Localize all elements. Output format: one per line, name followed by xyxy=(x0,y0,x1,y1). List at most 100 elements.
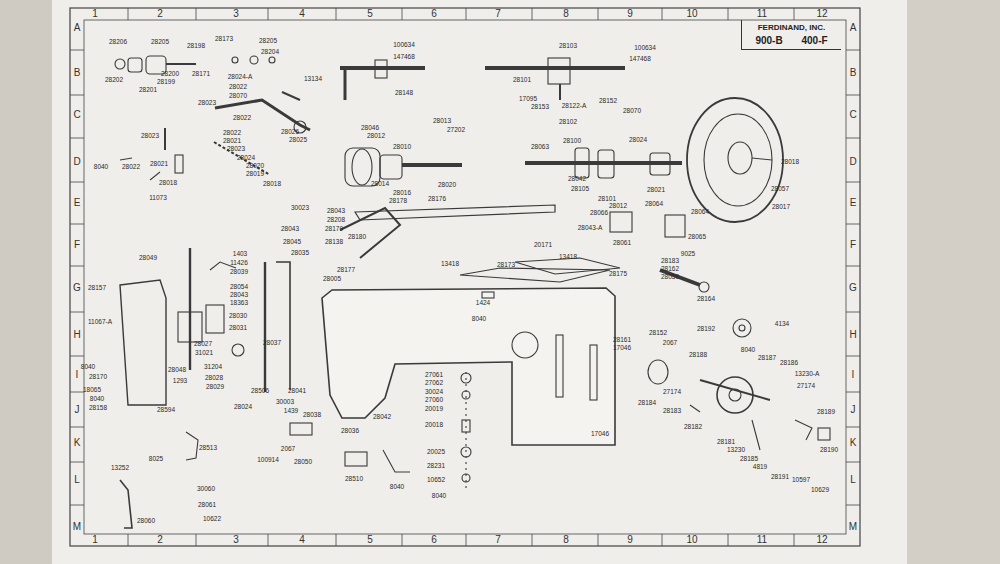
grid-reference: 7 xyxy=(495,9,501,19)
part-number: 28020 xyxy=(246,162,264,169)
part-number: 8040 xyxy=(390,483,404,490)
part-number: 28208 xyxy=(327,216,345,223)
part-number: 13230-A xyxy=(795,370,820,377)
part-number: 27202 xyxy=(447,126,465,133)
grid-reference: L xyxy=(850,475,856,485)
part-number: 28043 xyxy=(281,225,299,232)
part-number: 28036 xyxy=(341,427,359,434)
grid-reference: 6 xyxy=(431,9,437,19)
part-number: 28103 xyxy=(559,42,577,49)
part-number: 13418 xyxy=(441,260,459,267)
part-number: 28054 xyxy=(230,283,248,290)
grid-reference: 3 xyxy=(233,9,239,19)
model-number: 900-B xyxy=(755,35,782,46)
part-number: 28231 xyxy=(427,462,445,469)
part-number: 28013 xyxy=(433,117,451,124)
part-number: 28029 xyxy=(206,383,224,390)
part-number: 28057 xyxy=(771,185,789,192)
grid-reference: E xyxy=(850,198,857,208)
part-number: 13134 xyxy=(304,75,322,82)
grid-reference: 2 xyxy=(157,9,163,19)
part-number: 28184 xyxy=(638,399,656,406)
grid-reference: F xyxy=(74,240,80,250)
part-number: 147468 xyxy=(629,55,651,62)
grid-reference: 12 xyxy=(816,9,827,19)
part-number: 27174 xyxy=(663,388,681,395)
grid-reference: 2 xyxy=(157,535,163,545)
part-number: 28022 xyxy=(122,163,140,170)
part-number: 28028 xyxy=(205,374,223,381)
part-number: 17046 xyxy=(613,344,631,351)
part-number: 28187 xyxy=(758,354,776,361)
part-number: 28023 xyxy=(227,145,245,152)
part-number: 28024 xyxy=(629,136,647,143)
part-number: 30023 xyxy=(291,204,309,211)
part-number: 28164 xyxy=(697,295,715,302)
part-number: 28189 xyxy=(817,408,835,415)
part-number: 28070 xyxy=(229,92,247,99)
part-number: 28070 xyxy=(623,107,641,114)
part-number: 4819 xyxy=(753,463,767,470)
part-number: 13230 xyxy=(727,446,745,453)
part-number: 28018 xyxy=(781,158,799,165)
part-number: 28014 xyxy=(371,180,389,187)
part-number: 28023 xyxy=(141,132,159,139)
part-number: 28065 xyxy=(688,233,706,240)
grid-reference: I xyxy=(76,370,79,380)
grid-reference: 9 xyxy=(627,9,633,19)
grid-reference: E xyxy=(74,198,81,208)
part-number: 10652 xyxy=(427,476,445,483)
part-number: 28024 xyxy=(237,154,255,161)
part-number: 13418 xyxy=(559,253,577,260)
part-number: 28202 xyxy=(105,76,123,83)
part-number: 8025 xyxy=(149,455,163,462)
part-number: 28012 xyxy=(367,132,385,139)
part-number: 18363 xyxy=(230,299,248,306)
part-number: 27061 xyxy=(425,371,443,378)
part-number: 28049 xyxy=(139,254,157,261)
grid-reference: D xyxy=(73,157,80,167)
part-number: 28043 xyxy=(230,291,248,298)
part-number: 28046 xyxy=(361,124,379,131)
part-number: 28022 xyxy=(229,83,247,90)
grid-reference: 8 xyxy=(563,535,569,545)
grid-reference: 6 xyxy=(431,535,437,545)
part-number: 28039 xyxy=(230,268,248,275)
grid-reference: 11 xyxy=(757,535,767,545)
part-number: 31204 xyxy=(204,363,222,370)
part-number: 28188 xyxy=(689,351,707,358)
part-number: 28059 xyxy=(661,273,679,280)
part-number: 27174 xyxy=(797,382,815,389)
part-number: 20025 xyxy=(427,448,445,455)
part-number: 28037 xyxy=(263,339,281,346)
part-number: 28021 xyxy=(150,160,168,167)
part-number: 28162 xyxy=(661,265,679,272)
part-number: 28035 xyxy=(291,249,309,256)
grid-reference: 7 xyxy=(495,535,501,545)
grid-reference: A xyxy=(850,23,857,33)
part-number: 28043-A xyxy=(578,224,603,231)
grid-reference: H xyxy=(73,330,80,340)
part-number: 100634 xyxy=(634,44,656,51)
part-number: 28031 xyxy=(229,324,247,331)
part-number: 8040 xyxy=(432,492,446,499)
part-number: 28101 xyxy=(598,195,616,202)
part-number: 28173 xyxy=(497,261,515,268)
grid-reference: H xyxy=(849,330,856,340)
grid-reference: 12 xyxy=(816,535,827,545)
part-number: 11067-A xyxy=(88,318,112,325)
part-number: 28025 xyxy=(289,136,307,143)
part-number: 28206 xyxy=(109,38,127,45)
part-number: 28170 xyxy=(89,373,107,380)
part-number: 28042 xyxy=(373,413,391,420)
grid-reference: 4 xyxy=(299,535,305,545)
part-number: 13252 xyxy=(111,464,129,471)
part-number: 28157 xyxy=(88,284,106,291)
grid-reference: C xyxy=(849,110,856,120)
part-number: 2067 xyxy=(663,339,677,346)
part-number: 28105 xyxy=(571,185,589,192)
part-number: 28594 xyxy=(157,406,175,413)
part-number: 28148 xyxy=(395,89,413,96)
part-number: 28018 xyxy=(159,179,177,186)
grid-reference: 9 xyxy=(627,535,633,545)
